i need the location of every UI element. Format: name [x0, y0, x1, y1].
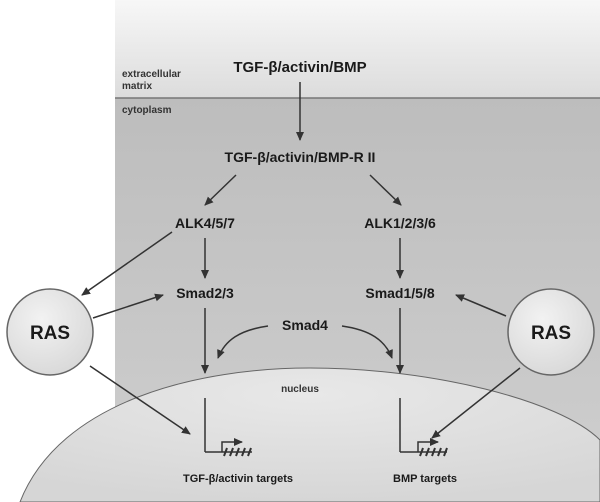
arrow-smad4-to-left — [217, 325, 269, 359]
gene-left-start — [221, 438, 243, 452]
alk-right-label: ALK1/2/3/6 — [364, 215, 436, 231]
gene-right-dna — [419, 447, 448, 457]
ligand-label: TGF-β/activin/BMP — [233, 59, 366, 76]
arrow-smad4-to-right — [341, 325, 393, 359]
target-left-label: TGF-β/activin targets — [183, 473, 293, 485]
smad-left-label: Smad2/3 — [176, 285, 234, 301]
arrow-ras-right-to-smad-right — [455, 294, 507, 317]
ras-right-circle — [507, 288, 595, 376]
nucleus-region — [19, 367, 600, 502]
gene-left-icon — [204, 398, 252, 457]
arrow-ras-right-to-nucleus — [431, 367, 521, 439]
arrow-ras-left-to-smad-left — [92, 293, 164, 319]
target-right-label: BMP targets — [393, 473, 457, 485]
page-margin — [0, 0, 115, 300]
ras-left-circle — [6, 288, 94, 376]
ras-left-label: RAS — [30, 323, 70, 344]
extracellular-label: extracellular matrix — [122, 69, 184, 92]
extracellular-line-1: extracellular — [122, 69, 181, 80]
gene-left-dna — [223, 447, 252, 457]
gene-right-start — [417, 438, 439, 452]
smad4-label: Smad4 — [282, 317, 328, 333]
ras-right-label: RAS — [531, 323, 571, 344]
arrow-receptor-to-alk-left — [204, 174, 237, 206]
alk-left-label: ALK4/5/7 — [175, 215, 235, 231]
receptor2-label: TGF-β/activin/BMP-R II — [225, 149, 376, 165]
gene-right-icon — [399, 398, 448, 457]
nucleus-label: nucleus — [281, 384, 319, 395]
arrow-alk-left-to-ras-left — [81, 231, 173, 296]
extracellular-region — [115, 0, 600, 98]
cytoplasm-label: cytoplasm — [122, 105, 172, 116]
arrow-ras-left-to-nucleus — [89, 365, 191, 435]
arrow-receptor-to-alk-right — [369, 174, 402, 206]
smad-right-label: Smad1/5/8 — [365, 285, 434, 301]
extracellular-line-2: matrix — [122, 81, 152, 92]
